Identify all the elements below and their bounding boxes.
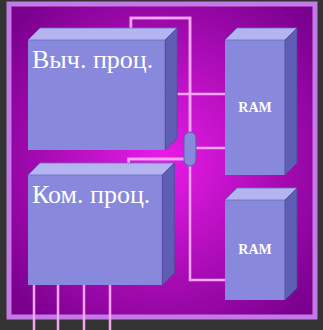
cube-top	[28, 163, 174, 175]
bus-connector	[184, 132, 196, 166]
cube-top	[225, 28, 297, 40]
processor-label: Ком. проц.	[28, 175, 162, 210]
cube-side	[162, 163, 174, 285]
io-pin	[109, 285, 112, 330]
memory-cube: RAM	[225, 200, 285, 300]
io-pin	[33, 285, 36, 330]
memory-label: RAM	[225, 100, 285, 116]
cube-top	[225, 188, 297, 200]
processor-cube: Ком. проц.	[28, 175, 162, 285]
cube-side	[285, 188, 297, 300]
board-outline	[9, 4, 315, 317]
memory-label: RAM	[225, 242, 285, 258]
processor-cube: Выч. проц.	[28, 40, 165, 150]
processor-label: Выч. проц.	[28, 40, 165, 75]
cube-side	[285, 28, 297, 175]
io-pins	[34, 285, 110, 330]
cube-top	[28, 28, 177, 40]
io-pin	[83, 285, 86, 330]
cube-side	[165, 28, 177, 150]
io-pin	[57, 285, 60, 330]
memory-cube: RAM	[225, 40, 285, 175]
